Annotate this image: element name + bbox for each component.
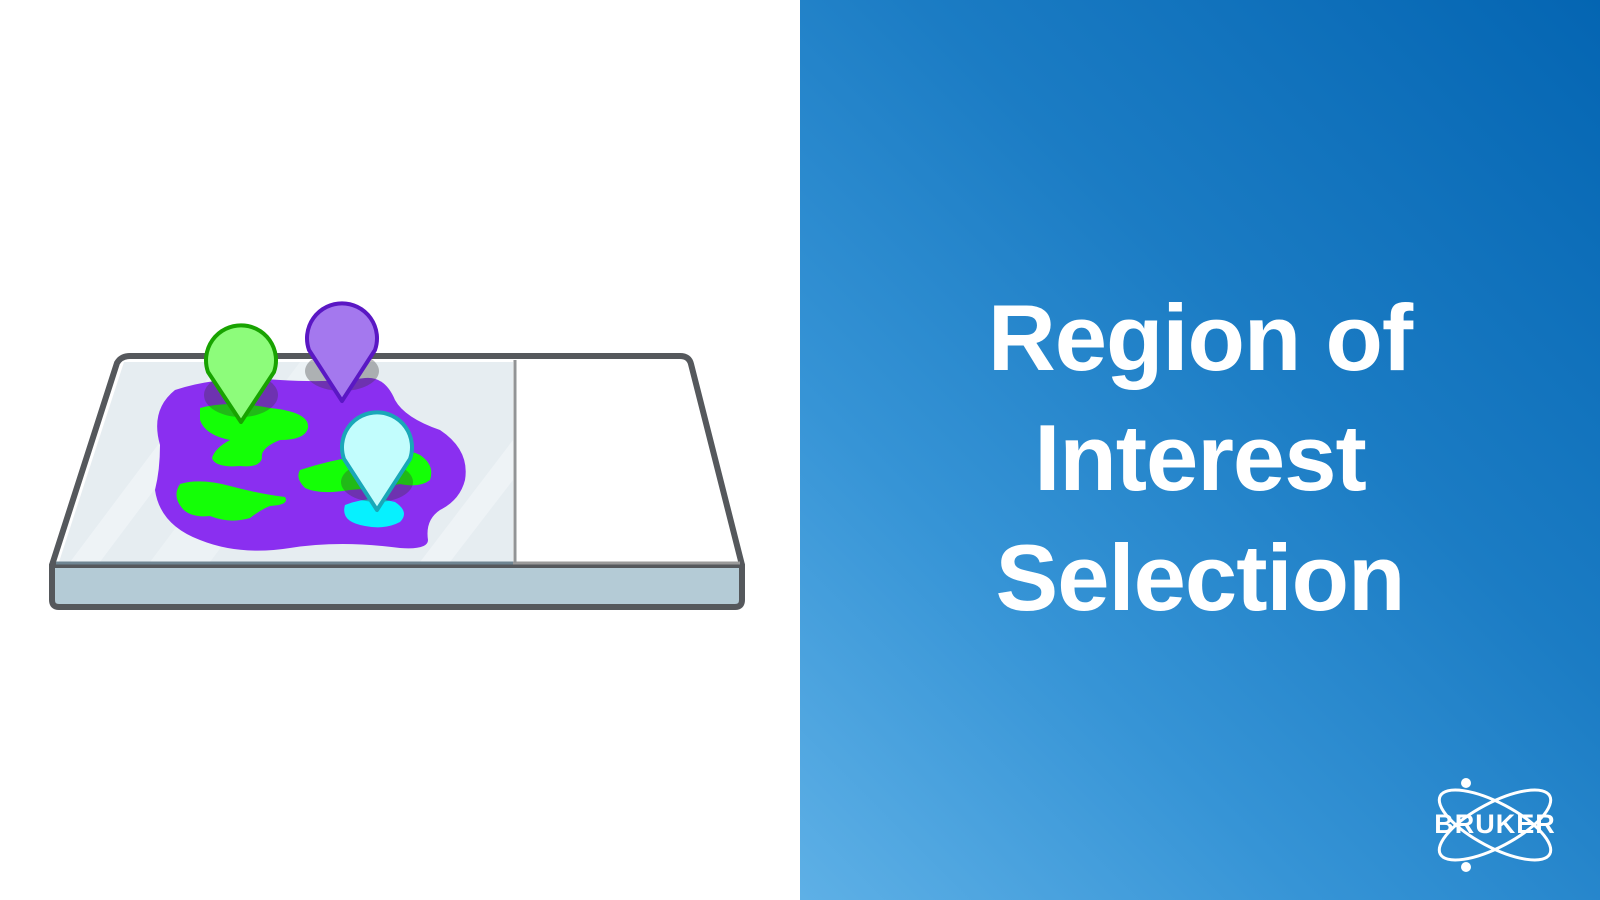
cyan-map-pin-icon [340,410,414,512]
slide-illustration [49,301,745,610]
green-map-pin-icon [204,323,278,424]
purple-map-pin-icon [305,301,379,403]
title-line-3: Selection [995,525,1406,630]
cyan-region [344,499,404,528]
green-region [200,404,309,467]
atom-orbit-icon: BRUKER [1434,778,1556,872]
brand-name: BRUKER [1434,809,1556,839]
illustration-panel [49,301,745,610]
bruker-logo: BRUKER [1400,775,1590,875]
slide-title: Region of Interest Selection [800,278,1600,638]
title-panel: Region of Interest Selection [800,0,1600,900]
green-region [176,481,286,521]
title-line-2: Interest [1034,405,1367,510]
slide-edge [49,562,745,610]
title-line-1: Region of [987,285,1413,390]
